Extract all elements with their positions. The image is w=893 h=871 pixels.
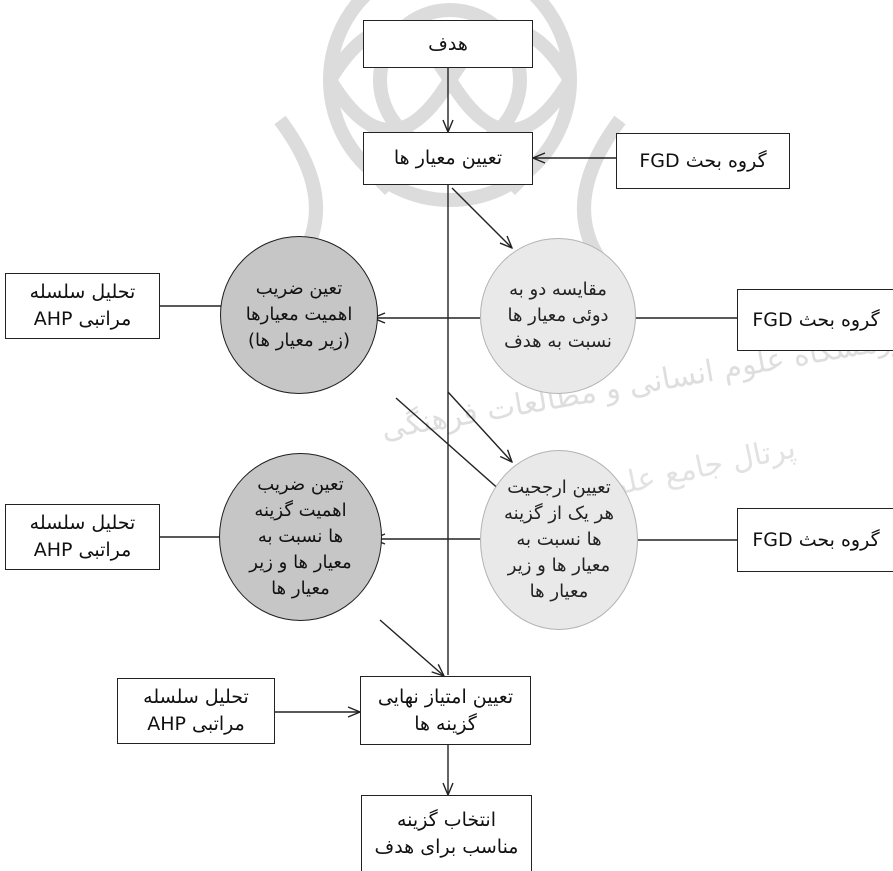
option-weights-line-4: معیار ها و زیر	[249, 552, 352, 573]
option-priority-line-5: معیار ها	[529, 581, 589, 602]
pairwise-line-3: نسبت به هدف	[504, 331, 612, 352]
fgd-box-3: گروه بحث FGD	[737, 508, 893, 572]
final-score-line-2: گزینه ها	[414, 712, 477, 735]
option-priority-line-4: معیار ها و زیر	[507, 555, 611, 576]
option-weights-line-2: اهمیت گزینه	[254, 500, 347, 521]
ahp-box-3: تحلیل سلسله مراتبی AHP	[117, 678, 275, 744]
criteria-weights-line-2: اهمیت معیارها	[245, 304, 353, 325]
selection-line-2: مناسب برای هدف	[374, 835, 519, 858]
option-weights-line-3: ها نسبت به	[257, 526, 344, 547]
fgd-box-1: گروه بحث FGD	[616, 133, 790, 189]
option-priority-line-2: هر یک از گزینه	[504, 503, 614, 524]
ahp-3-line-1: تحلیل سلسله	[143, 686, 249, 708]
ahp-2-line-1: تحلیل سلسله	[29, 512, 136, 534]
option-weights-circle: تعین ضریب اهمیت گزینه ها نسبت به معیار ه…	[219, 453, 382, 621]
criteria-weights-line-3: (زیر معیار ها)	[247, 330, 351, 351]
goal-label: هدف	[428, 32, 468, 55]
criteria-label: تعیین معیار ها	[393, 147, 503, 169]
option-weights-line-5: معیار ها	[271, 578, 330, 599]
ahp-box-2: تحلیل سلسله مراتبی AHP	[5, 504, 160, 570]
pairwise-line-1: مقایسه دو به	[509, 279, 607, 300]
criteria-box: تعیین معیار ها	[363, 132, 533, 185]
ahp-1-line-2: مراتبی AHP	[33, 308, 132, 330]
option-priority-line-1: تعیین ارجحیت	[507, 477, 611, 498]
fgd-label-2: گروه بحث FGD	[752, 308, 880, 331]
arrow-trunk-to-priority	[447, 391, 512, 462]
final-score-box: تعیین امتیاز نهایی گزینه ها	[360, 676, 531, 745]
arrow-criteria-to-pairwise	[451, 187, 512, 248]
fgd-label-1: گروه بحث FGD	[639, 149, 767, 172]
criteria-weights-circle: تعین ضریب اهمیت معیارها (زیر معیار ها)	[220, 236, 378, 394]
option-priority-circle: تعیین ارجحیت هر یک از گزینه ها نسبت به م…	[480, 450, 638, 630]
arrow-optweights-to-final	[379, 619, 444, 676]
fgd-box-2: گروه بحث FGD	[737, 289, 893, 351]
criteria-weights-line-1: تعین ضریب	[255, 278, 343, 299]
pairwise-circle: مقایسه دو به دوئی معیار ها نسبت به هدف	[480, 238, 636, 394]
final-score-line-1: تعیین امتیاز نهایی	[377, 685, 514, 708]
ahp-box-1: تحلیل سلسله مراتبی AHP	[5, 273, 160, 339]
pairwise-line-2: دوئی معیار ها	[507, 305, 609, 326]
ahp-2-line-2: مراتبی AHP	[33, 539, 132, 561]
option-priority-line-3: ها نسبت به	[516, 529, 602, 550]
selection-box: انتخاب گزینه مناسب برای هدف	[361, 795, 532, 871]
goal-box: هدف	[363, 20, 533, 68]
option-weights-line-1: تعین ضریب	[257, 474, 344, 495]
selection-line-1: انتخاب گزینه	[396, 808, 497, 831]
ahp-3-line-2: مراتبی AHP	[147, 713, 245, 735]
ahp-1-line-1: تحلیل سلسله	[29, 281, 136, 303]
fgd-label-3: گروه بحث FGD	[752, 528, 880, 551]
